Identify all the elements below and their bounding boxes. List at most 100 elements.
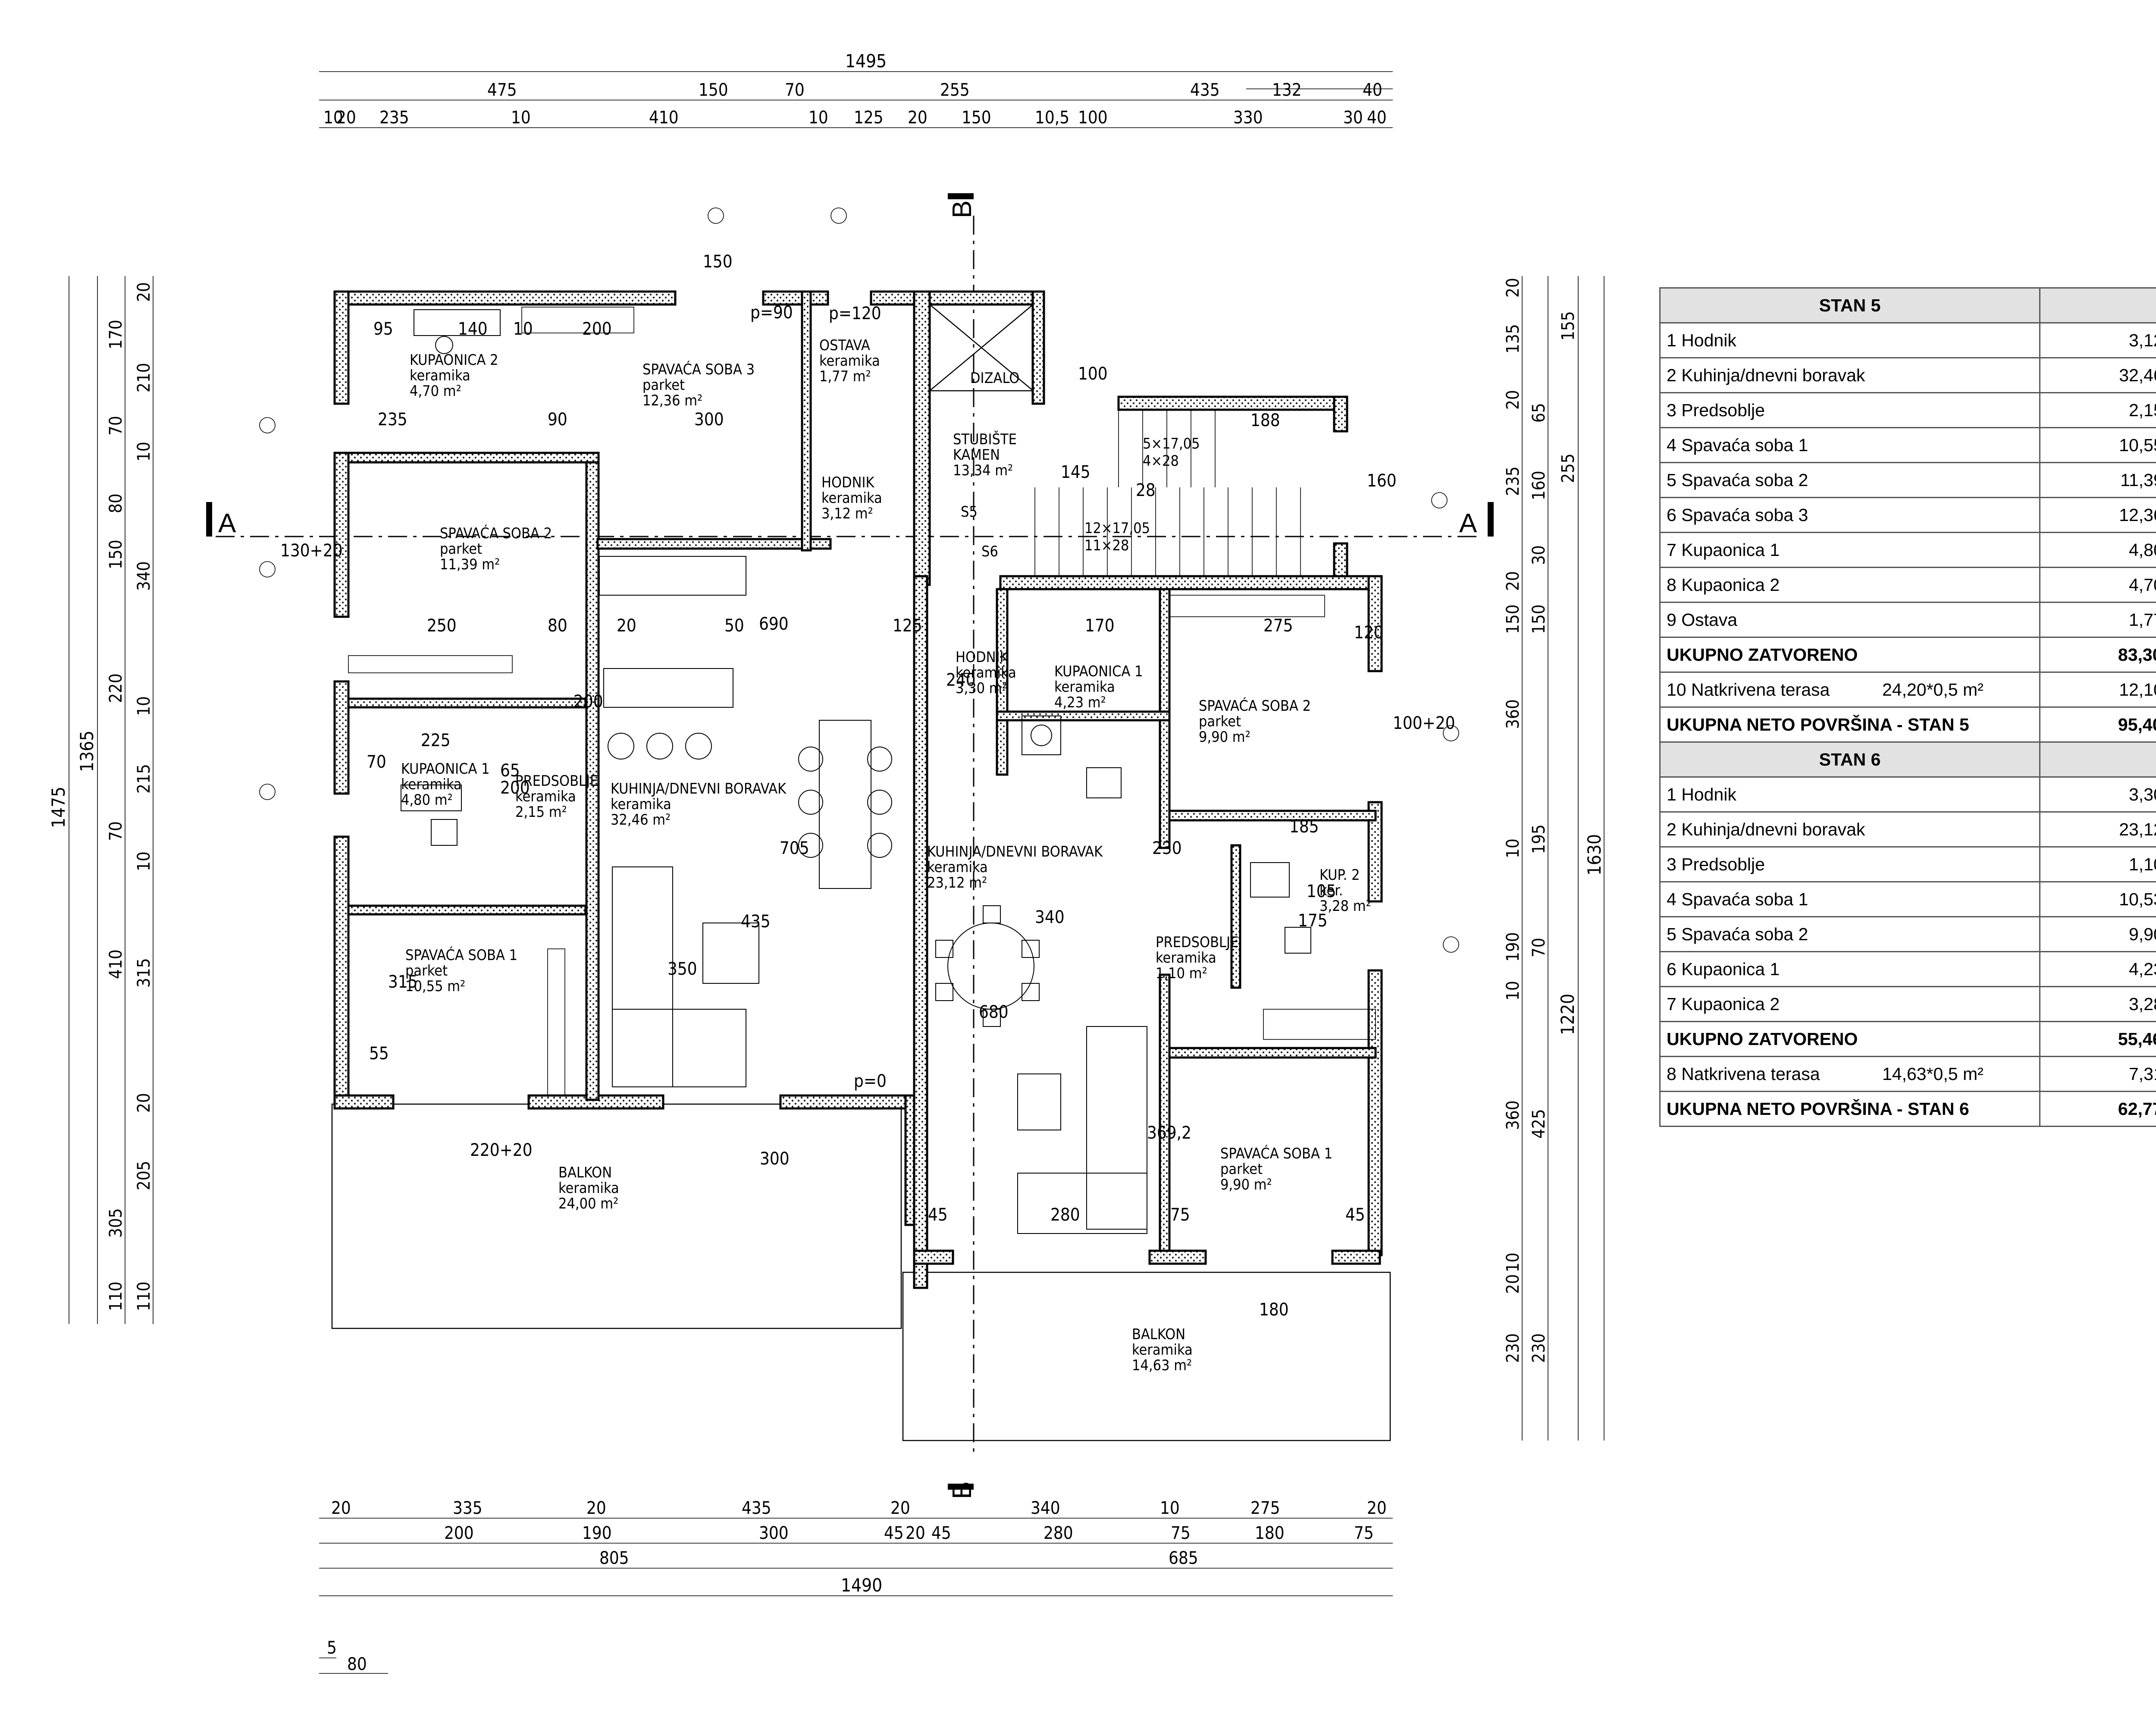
room-name: BALKON (558, 1164, 612, 1181)
room-name: SPAVAĆA SOBA 2 (1199, 697, 1311, 715)
inner-dimension: 188 (1250, 411, 1280, 430)
table-net-label: UKUPNA NETO POVRŠINA - STAN 5 (1659, 706, 2040, 743)
inner-dimension: 350 (667, 959, 697, 979)
table-room-value: 23,12 m² (2039, 811, 2156, 847)
room-floor: keramika (821, 490, 882, 507)
dim-bottom-row1: 435 (742, 1498, 771, 1518)
table-terrace-name: 8 Natkrivena terasa (1667, 1064, 1820, 1084)
table-room-value: 11,39 m² (2039, 462, 2156, 498)
dim-top-row3: 40 (1367, 108, 1387, 128)
table-room-label: 8 Kupaonica 2 (1659, 567, 2040, 603)
opening-annotation: 70 (367, 752, 386, 772)
room-floor: keramika (956, 664, 1016, 681)
room-name: DIZALO (970, 370, 1019, 387)
dim-right-col2: 150 (1529, 604, 1549, 634)
dim-right-col1: 360 (1503, 1100, 1523, 1130)
table-room-value: 1,10 m² (2039, 846, 2156, 882)
window-tag-circle (1443, 725, 1459, 741)
inner-dimension: 20 (617, 616, 636, 636)
inner-dimension: 145 (1061, 462, 1091, 482)
room-area: 10,55 m² (405, 978, 465, 995)
dim-bottom-row2: 190 (582, 1523, 612, 1543)
dim-left-col4: 20 (134, 1093, 154, 1113)
table-room-label: 7 Kupaonica 1 (1659, 532, 2040, 568)
dim-bottom-row1: 20 (1367, 1498, 1387, 1518)
round-table (935, 905, 1040, 1027)
room-area: 2,15 m² (515, 804, 567, 821)
window-tag-circle (1431, 492, 1448, 508)
dim-top-row3: 20 (336, 108, 356, 128)
dim-top-row2: 255 (940, 80, 970, 100)
room-floor: keramika (611, 796, 671, 813)
opening-annotation: 150 (703, 252, 733, 272)
inner-dimension: 45 (928, 1205, 948, 1225)
dim-bottom-row2: 180 (1255, 1523, 1285, 1543)
table-net-label: UKUPNA NETO POVRŠINA - STAN 6 (1659, 1091, 2040, 1127)
window-tag-circle (708, 207, 724, 224)
dim-top-row3: 30 (1343, 108, 1363, 128)
dim-top-row3: 20 (908, 108, 928, 128)
table-room-value: 3,30 m² (2039, 776, 2156, 813)
room-name: KUPAONICA 2 (410, 352, 498, 369)
dim-right-col1: 360 (1503, 699, 1523, 729)
opening-annotation: 180 (1259, 1300, 1289, 1320)
dim-left-col3: 70 (106, 416, 126, 436)
dim-right-col1: 20 (1503, 278, 1523, 298)
dim-bottom-row2: 20 (906, 1523, 925, 1543)
room-area: 3,30 m² (956, 680, 1007, 697)
dim-right-col1: 150 (1503, 604, 1523, 634)
dim-right-col1: 20 (1503, 1274, 1523, 1294)
table-terrace-calc: 14,63*0,5 m² (1882, 1064, 1984, 1084)
inner-dimension: 250 (427, 616, 457, 636)
room-floor: keramika (515, 788, 576, 805)
dim-right-col2: 195 (1529, 824, 1549, 854)
dim-bottom-row1: 335 (453, 1498, 483, 1518)
inner-dimension: 240 (946, 670, 976, 690)
sofa-stan5 (612, 866, 759, 1087)
room-name: PREDSOBLJE (515, 772, 598, 790)
dim-left-col4: 10 (134, 442, 154, 461)
dim-bottom-row1: 275 (1250, 1498, 1280, 1518)
window-tag-circle (830, 207, 847, 224)
dining-table (798, 720, 892, 889)
dim-left-col4: 110 (134, 1281, 154, 1311)
inner-dimension: 200 (582, 319, 612, 339)
stair-annotation: S6 (981, 543, 998, 560)
bottom-dimension-lines (319, 1518, 1393, 1674)
opening-annotation: 220+20 (470, 1140, 533, 1160)
inner-dimension: 315 (388, 972, 418, 992)
dim-right-col2: 65 (1529, 403, 1549, 423)
stair-annotation: 12×17,05 (1084, 520, 1150, 537)
table-closed-value: 83,30 m² (2039, 637, 2156, 673)
kitchen-island (599, 556, 746, 760)
dim-top-row3: 330 (1233, 108, 1263, 128)
dim-bottom-row1: 20 (586, 1498, 606, 1518)
dim-top-row2: 435 (1190, 80, 1220, 100)
inner-dimension: 680 (979, 1002, 1009, 1022)
table-room-value: 12,36 m² (2039, 497, 2156, 533)
room-name: SPAVAĆA SOBA 3 (642, 361, 755, 378)
table-room-label: 7 Kupaonica 2 (1659, 986, 2040, 1022)
inner-dimension: 125 (893, 616, 922, 636)
window-tag-circle (259, 784, 276, 800)
dim-right-col2: 30 (1529, 545, 1549, 565)
table-room-value: 10,55 m² (2039, 427, 2156, 463)
dim-right-col1: 235 (1503, 466, 1523, 496)
inner-dimension: 80 (548, 616, 567, 636)
room-name: HODNIK (821, 474, 875, 491)
room-name: SPAVAĆA SOBA 2 (440, 524, 552, 542)
room-name: SPAVAĆA SOBA 1 (405, 946, 517, 964)
table-title: STAN 6 (1659, 741, 2040, 778)
window-tags (259, 207, 1459, 953)
dim-bottom-row3: 685 (1169, 1548, 1198, 1568)
section-label-a-left: A (218, 508, 236, 538)
dim-right-col1: 10 (1503, 1252, 1523, 1272)
table-terrace-name: 10 Natkrivena terasa (1667, 679, 1830, 700)
inner-dimension: 235 (378, 410, 407, 430)
dim-top-row2: 40 (1363, 80, 1382, 100)
table-closed-label: UKUPNO ZATVORENO (1659, 1021, 2040, 1057)
dim-right-col2: 70 (1529, 938, 1549, 957)
table-closed-value: 55,46 m² (2039, 1021, 2156, 1057)
